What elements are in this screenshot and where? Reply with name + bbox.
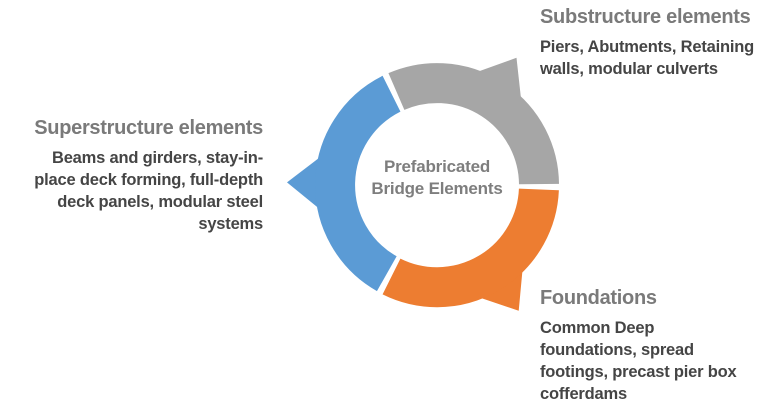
foundations-heading: Foundations — [540, 287, 657, 309]
superstructure-label-block: Superstructure elements Beams and girder… — [34, 115, 263, 235]
substructure-label-block: Substructure elements Piers, Abutments, … — [540, 4, 754, 80]
substructure-heading: Substructure elements — [540, 6, 751, 28]
foundations-arc-segment — [382, 187, 559, 308]
substructure-body-text: Piers, Abutments, Retaining walls, modul… — [540, 38, 755, 78]
foundations-body-text: Common Deep foundations, spread footings… — [540, 319, 737, 403]
foundations-label-block: Foundations Common Deep foundations, spr… — [540, 285, 737, 405]
diagram-center-label: Prefabricated Bridge Elements — [371, 157, 503, 198]
substructure-arc-segment — [388, 63, 559, 185]
superstructure-heading: Superstructure elements — [34, 117, 263, 139]
superstructure-body-text: Beams and girders, stay-in- place deck f… — [34, 149, 263, 233]
superstructure-arc-segment — [315, 75, 401, 292]
cycle-ring-graphic — [287, 57, 559, 311]
